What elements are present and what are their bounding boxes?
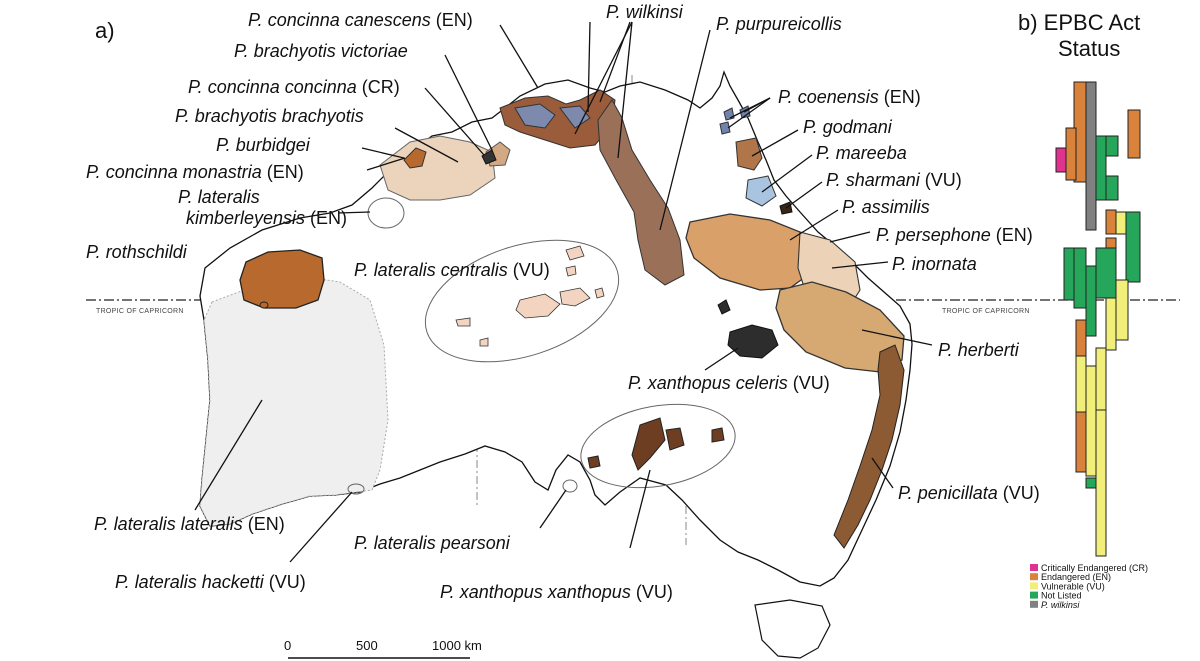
- range-wilkinsi: [514, 103, 591, 129]
- label-lateralis-centralis: P. lateralis centralis(VU): [354, 260, 550, 280]
- legend: Critically Endangered (CR)Endangered (EN…: [1030, 563, 1148, 610]
- panel-a-label: a): [95, 18, 115, 43]
- label-lateralis-lateralis: P. lateralis lateralis(EN): [94, 514, 285, 534]
- label-penicillata: P. penicillata(VU): [898, 483, 1040, 503]
- label-herberti: P. herberti: [938, 340, 1020, 360]
- range-rothschildi: [239, 249, 325, 309]
- label-lateralis-kimberleyensis-1: P. lateralis: [178, 187, 260, 207]
- label-xanthopus-celeris: P. xanthopus celeris(VU): [628, 373, 830, 393]
- range-coenensis: [719, 105, 751, 135]
- legend-label: Critically Endangered (CR): [1041, 563, 1148, 573]
- range-concinna-concinna: [481, 149, 497, 165]
- range-concinna-monastria: [403, 147, 427, 169]
- label-xanthopus-xanthopus: P. xanthopus xanthopus(VU): [440, 582, 673, 602]
- panel-b-label-line1: b) EPBC Act: [1018, 10, 1140, 35]
- label-wilkinsi: P. wilkinsi: [606, 2, 684, 22]
- tropic-label-right: TROPIC OF CAPRICORN: [942, 308, 1030, 315]
- legend-swatch: [1030, 591, 1038, 599]
- legend-swatch: [1030, 582, 1038, 590]
- label-sharmani: P. sharmani(VU): [826, 170, 962, 190]
- range-xanthopus-celeris: [717, 299, 779, 359]
- label-rothschildi: P. rothschildi: [86, 242, 188, 262]
- legend-label: Not Listed: [1041, 591, 1082, 601]
- tasmania-outline: [754, 599, 831, 659]
- label-concinna-concinna: P. concinna concinna(CR): [188, 77, 400, 97]
- label-concinna-canescens: P. concinna canescens(EN): [248, 10, 473, 30]
- panel-b-label-line2: Status: [1058, 36, 1120, 61]
- leader-lines: [194, 21, 933, 563]
- scale-tick-0: 0: [284, 638, 291, 653]
- range-xanthopus-xanthopus: [587, 417, 725, 471]
- label-burbidgei: P. burbidgei: [216, 135, 311, 155]
- label-brachyotis-victoriae: P. brachyotis victoriae: [234, 41, 408, 61]
- scale-tick-500: 500: [356, 638, 378, 653]
- highlight-ellipses: [347, 197, 736, 495]
- label-mareeba: P. mareeba: [816, 143, 907, 163]
- range-assimilis: [685, 213, 819, 291]
- legend-swatch: [1030, 564, 1038, 571]
- range-mareeba: [745, 175, 777, 207]
- legend-swatch: [1030, 600, 1038, 608]
- label-brachyotis-brachyotis: P. brachyotis brachyotis: [175, 106, 364, 126]
- epbc-status-bars: [1055, 81, 1141, 557]
- range-lateralis-centralis: [455, 245, 605, 347]
- legend-swatch: [1030, 573, 1038, 581]
- label-persephone: P. persephone(EN): [876, 225, 1033, 245]
- legend-label: P. wilkinsi: [1041, 600, 1080, 610]
- label-coenensis: P. coenensis(EN): [778, 87, 921, 107]
- label-assimilis: P. assimilis: [842, 197, 930, 217]
- label-concinna-monastria: P. concinna monastria(EN): [86, 162, 304, 182]
- scale-tick-1000: 1000 km: [432, 638, 482, 653]
- tropic-label-left: TROPIC OF CAPRICORN: [96, 308, 184, 315]
- label-godmani: P. godmani: [803, 117, 893, 137]
- label-lateralis-pearsoni: P. lateralis pearsoni: [354, 533, 511, 553]
- scale-bar: 0 500 1000 km: [284, 638, 482, 659]
- range-lateralis-lateralis: [199, 275, 389, 527]
- legend-label: Vulnerable (VU): [1041, 581, 1105, 591]
- label-inornata: P. inornata: [892, 254, 977, 274]
- legend-label: Endangered (EN): [1041, 572, 1111, 582]
- label-lateralis-kimberleyensis-2: kimberleyensis(EN): [186, 208, 347, 228]
- label-purpureicollis: P. purpureicollis: [716, 14, 842, 34]
- range-burbidgei: [379, 135, 496, 201]
- label-lateralis-hacketti: P. lateralis hacketti(VU): [115, 572, 306, 592]
- range-rothschildi-dot: [259, 301, 269, 309]
- range-penicillata: [833, 344, 905, 549]
- range-godmani: [735, 137, 763, 171]
